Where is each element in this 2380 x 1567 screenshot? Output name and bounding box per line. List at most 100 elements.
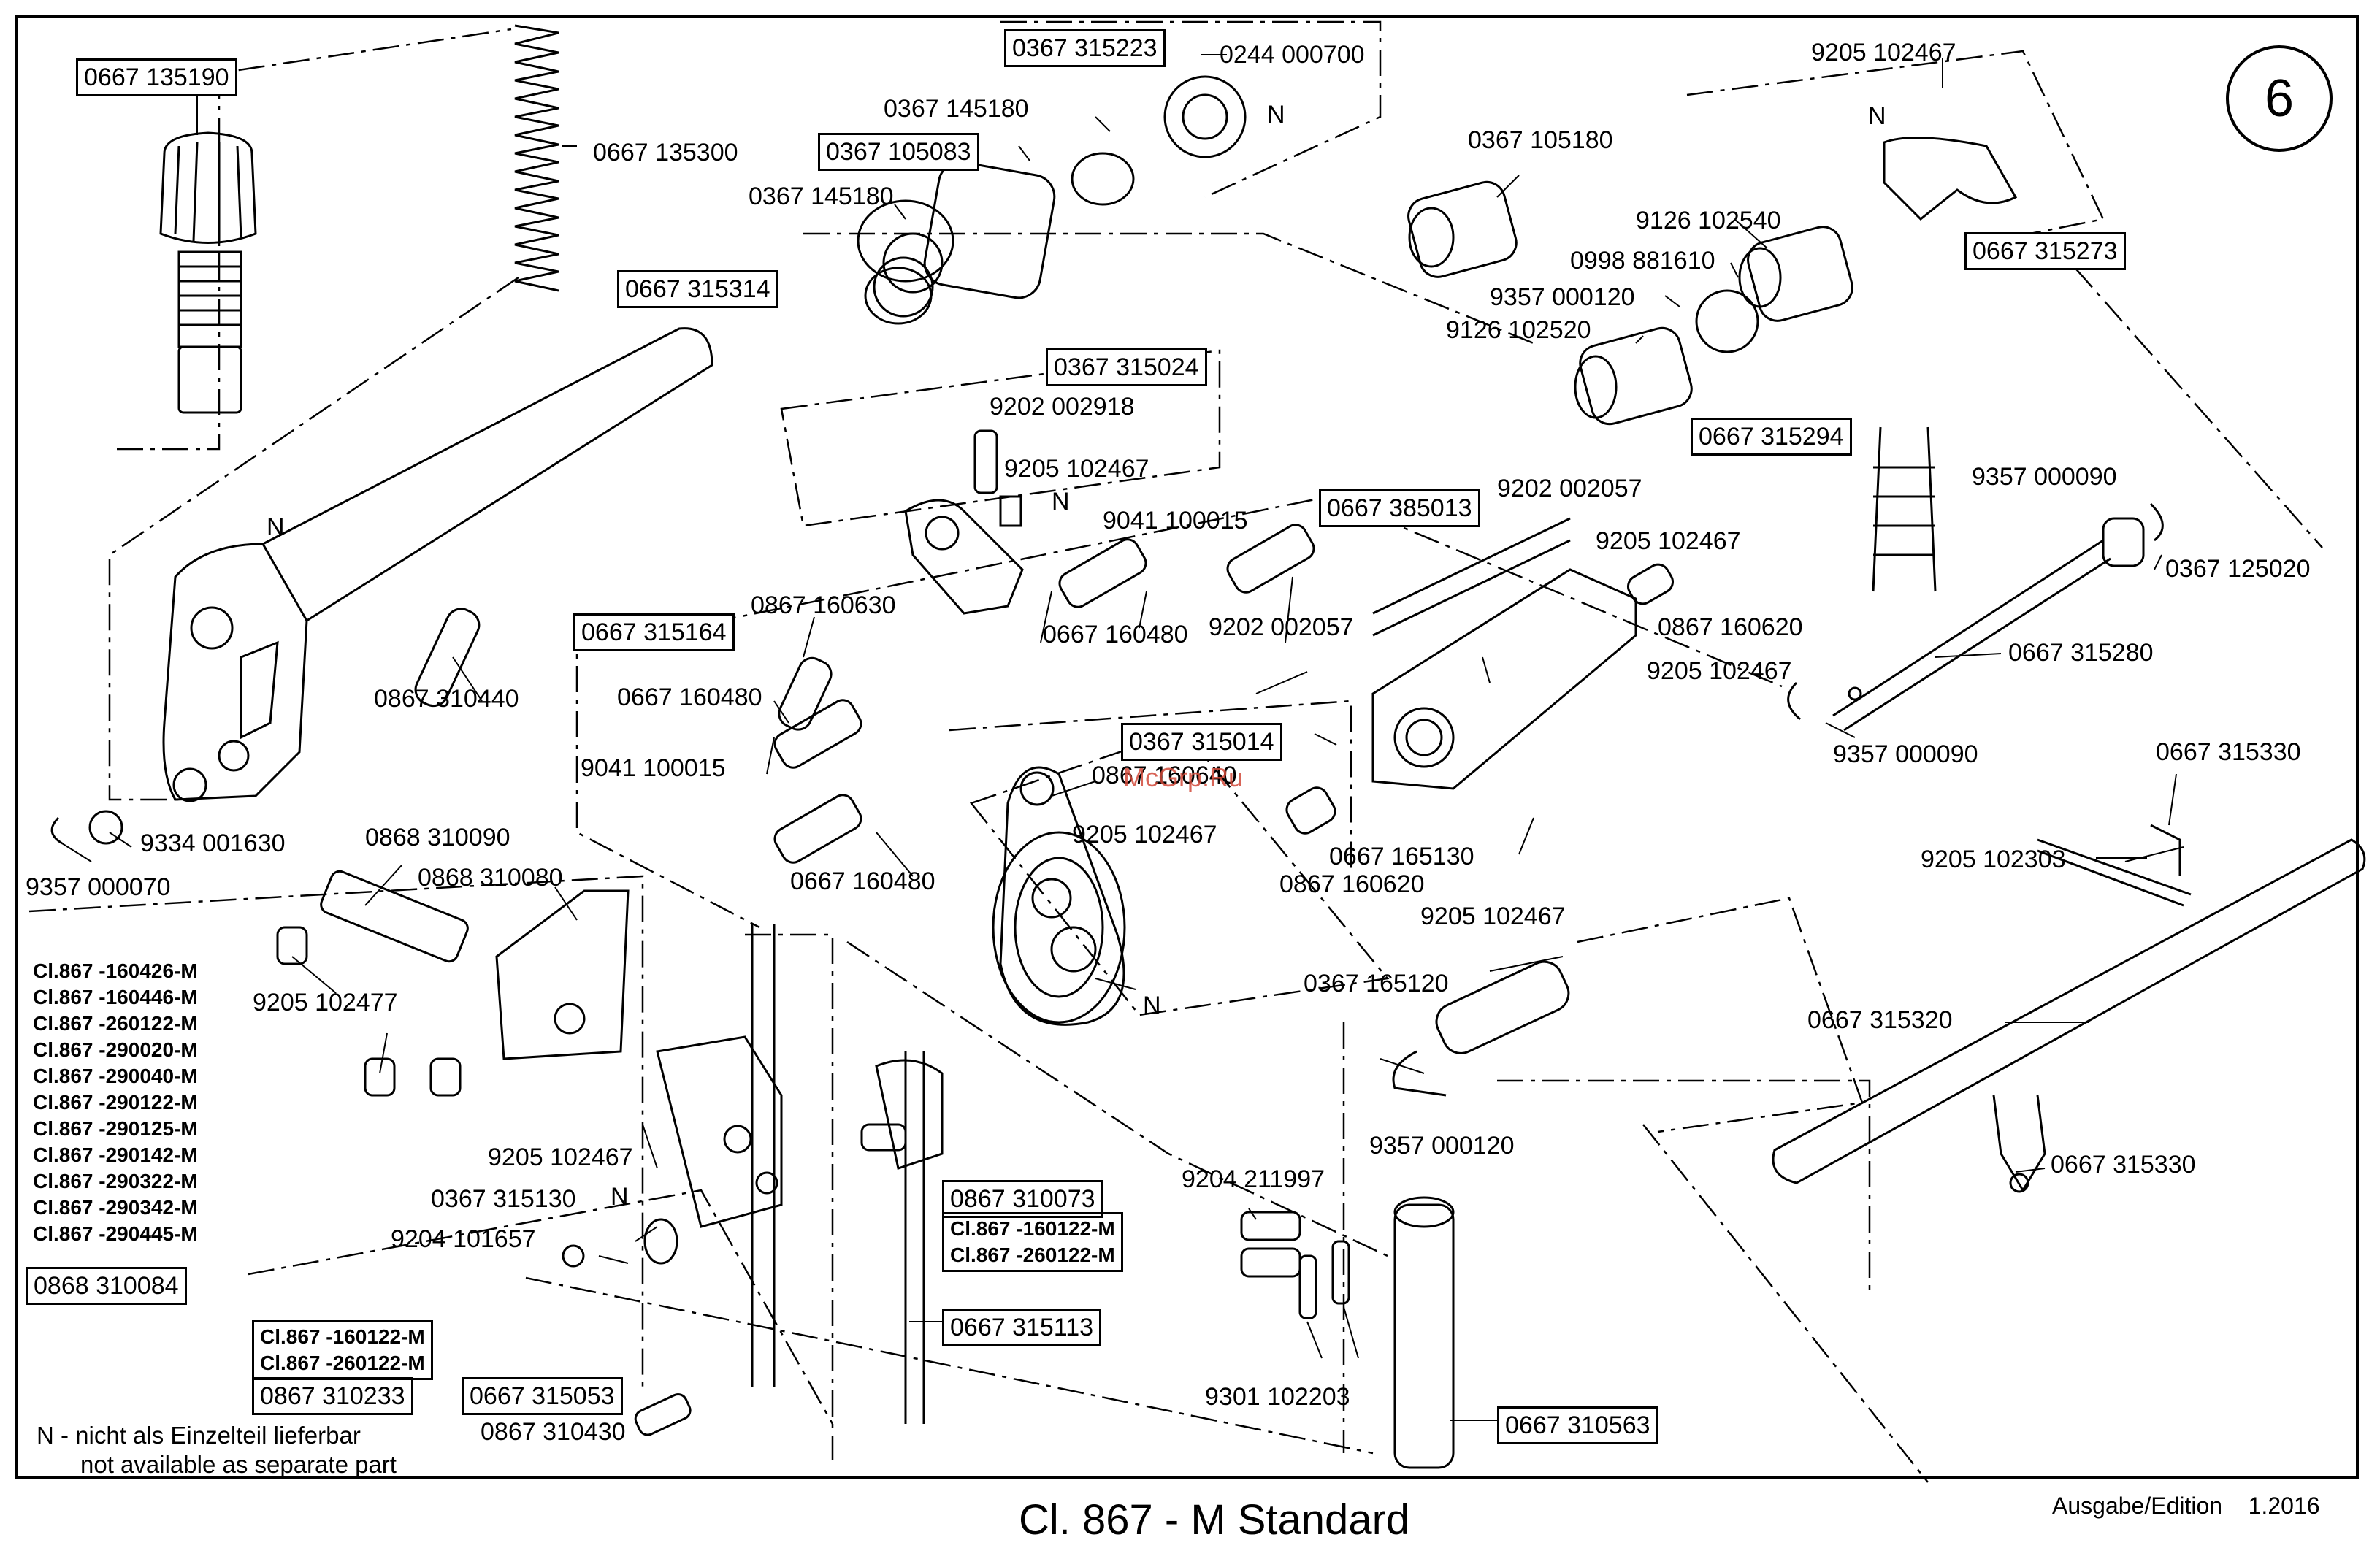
part-number: 0667 160480 [617,683,762,711]
part-number: 9357 000120 [1490,283,1635,311]
part-number: 0367 125020 [2165,555,2311,583]
boxed-part-number: 0367 315014 [1121,723,1282,761]
part-number: 0667 135300 [593,139,738,166]
part-number: 0667 160480 [1043,621,1188,648]
part-number: 9202 002057 [1209,613,1354,641]
part-number: 9202 002057 [1497,475,1642,502]
variant-item: Cl.867 -160122-M [260,1325,425,1348]
part-number: 0367 315130 [431,1185,576,1213]
part-number: 9357 000070 [26,873,171,901]
part-number: 9205 102467 [1647,657,1792,685]
part-number: 9205 102467 [488,1143,633,1171]
boxed-part-number: 0667 315164 [573,613,735,651]
part-number: 9204 101657 [391,1225,536,1253]
boxed-part-number: 0367 315024 [1046,348,1207,386]
variant-item: Cl.867 -260122-M [260,1352,425,1374]
page-number: 6 [2264,69,2295,128]
variant-item: Cl.867 -260122-M [950,1244,1115,1266]
n-marker: N [1868,102,1886,130]
part-number: 0868 310090 [365,824,510,851]
variant-list-310073: Cl.867 -160122-M Cl.867 -260122-M [942,1212,1123,1272]
note-line-en: not available as separate part [80,1451,397,1478]
part-number: 9205 102467 [1596,527,1741,555]
part-number: 0367 145180 [749,183,894,210]
part-number: 9357 000090 [1833,740,1978,768]
availability-note: N - nicht als Einzelteil lieferbar not a… [37,1421,397,1479]
part-number: 0667 315330 [2051,1151,2196,1179]
knurled-screw-part [159,131,257,414]
part-number: 0998 881610 [1570,247,1715,275]
edition-label: Ausgabe/Edition 1.2016 [2052,1493,2320,1519]
boxed-part-number: 0667 385013 [1319,489,1480,527]
part-number: 9202 002918 [990,393,1135,421]
part-number: 0867 160620 [1279,870,1425,898]
boxed-part-number: 0367 105083 [818,133,979,171]
n-marker: N [611,1183,629,1211]
part-number: 0667 160480 [790,867,935,895]
part-number: 9041 100015 [581,754,726,782]
part-number: 9205 102477 [253,989,398,1016]
variant-item: Cl.867 -290040-M [33,1065,198,1087]
eccentric-cam-part [992,766,1126,1026]
part-number: 0367 105180 [1468,126,1613,154]
part-number: 0367 145180 [884,95,1029,123]
part-number: 0867 160640 [1092,762,1237,789]
sleeve-part [857,199,954,283]
drawing-frame [15,15,2359,1479]
part-number: 9205 102467 [1004,455,1149,483]
variant-list-main: Cl.867 -160426-M Cl.867 -160446-M Cl.867… [33,958,198,1247]
part-number: 0667 315320 [1807,1006,1953,1034]
page-number-badge: 6 [2226,45,2333,152]
part-number: 0868 310080 [418,864,563,892]
lever-arm-part [162,327,713,802]
part-number: 0667 315330 [2156,738,2301,766]
part-number: 0867 160630 [751,591,896,619]
variant-item: Cl.867 -160446-M [33,986,198,1008]
variant-item: Cl.867 -290445-M [33,1222,198,1245]
part-number: 9205 102467 [1072,821,1217,848]
watermark: McGrp.Ru [1123,762,1244,792]
part-number: 9041 100015 [1103,507,1248,535]
variant-item: Cl.867 -290122-M [33,1091,198,1114]
boxed-part-number: 0667 315273 [1964,232,2126,270]
variant-item: Cl.867 -290322-M [33,1170,198,1192]
part-number: 0867 310430 [481,1418,626,1446]
part-number: 9205 102467 [1420,903,1566,930]
n-marker: N [1267,101,1285,129]
variant-item: Cl.867 -290125-M [33,1117,198,1140]
part-number: 9204 211997 [1182,1165,1325,1193]
part-number: 9205 102303 [1921,846,2066,873]
boxed-part-number: 0867 310233 [252,1377,413,1415]
part-number: 9357 000090 [1972,463,2117,491]
variant-item: Cl.867 -290342-M [33,1196,198,1219]
part-number: 9334 001630 [140,830,286,857]
variant-list-310233: Cl.867 -160122-M Cl.867 -260122-M [252,1320,433,1380]
note-line-de: N - nicht als Einzelteil lieferbar [37,1422,361,1449]
part-number: 0667 165130 [1329,843,1474,870]
page-title: Cl. 867 - M Standard [1019,1496,1410,1544]
boxed-part-number: 0367 315223 [1004,29,1166,67]
boxed-part-number: 0867 310073 [942,1180,1103,1218]
part-number: 9126 102540 [1636,207,1781,234]
boxed-part-number: 0667 315294 [1691,418,1852,456]
part-number: 9126 102520 [1446,316,1591,344]
boxed-part-number: 0868 310084 [26,1267,187,1305]
part-number: 9301 102203 [1205,1383,1350,1411]
compression-spring-part [514,24,559,292]
variant-item: Cl.867 -290020-M [33,1038,198,1061]
boxed-part-number: 0667 315314 [617,270,778,308]
part-number: 0367 165120 [1304,970,1449,997]
part-number: 9205 102467 [1811,39,1956,66]
boxed-part-number: 0667 135190 [76,58,237,96]
part-number: 0867 310440 [374,685,519,713]
boxed-part-number: 0667 315053 [462,1377,623,1415]
part-number: 0244 000700 [1220,41,1365,69]
part-number: 0667 315280 [2008,639,2154,667]
part-number: 0867 160620 [1658,613,1803,641]
n-marker: N [1052,488,1070,516]
pin-part [414,608,481,708]
variant-item: Cl.867 -160122-M [950,1217,1115,1240]
part-number: 9357 000120 [1369,1132,1515,1160]
variant-item: Cl.867 -290142-M [33,1143,198,1166]
variant-item: Cl.867 -160426-M [33,959,198,982]
